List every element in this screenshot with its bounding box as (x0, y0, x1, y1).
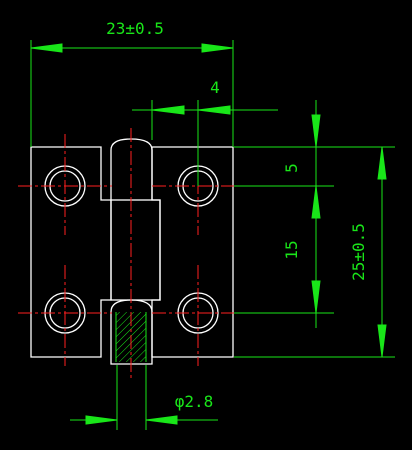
dimension-lines (30, 40, 395, 430)
bottom-knuckle (110, 299, 153, 365)
dim-overall-width: 23±0.5 (106, 19, 164, 38)
dim-leaf-offset: 4 (210, 78, 220, 97)
right-leaf-outline (151, 146, 234, 358)
left-leaf-outline (30, 146, 112, 358)
dim-overall-height: 25±0.5 (349, 223, 368, 281)
dim-hole-spacing: 15 (282, 240, 301, 259)
dim-pin-diameter: φ2.8 (175, 392, 214, 411)
middle-knuckle (110, 199, 161, 301)
dim-top-hole-offset: 5 (282, 163, 301, 173)
hinge-outline (30, 138, 234, 365)
